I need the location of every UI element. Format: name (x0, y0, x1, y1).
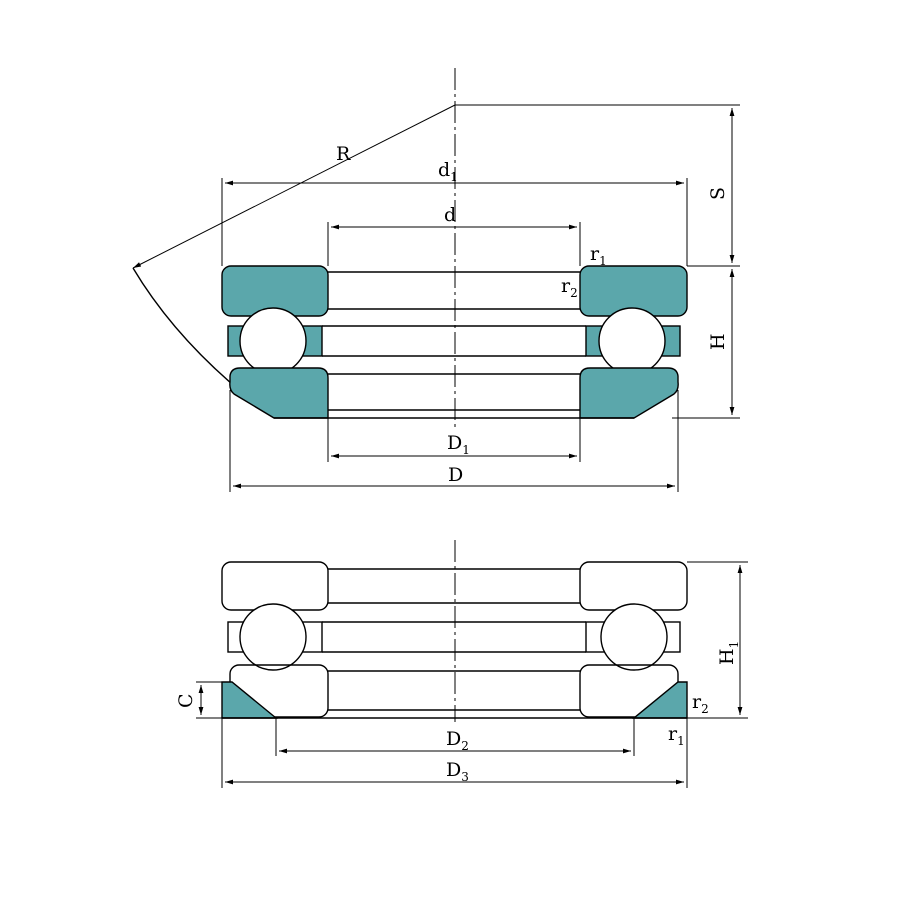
label-D1: D1 (447, 432, 470, 457)
label-r1-bottom: r1 (668, 723, 685, 748)
seating-ring-left-section (221, 681, 278, 719)
bottom-shaft-washer-left (221, 561, 329, 611)
seating-ring-right-section (632, 681, 688, 719)
seat-washer-left-section (229, 367, 329, 419)
label-S: S (707, 187, 729, 200)
radius-R-line (132, 104, 456, 269)
label-r1-top: r1 (590, 243, 607, 268)
label-C: C (175, 693, 197, 708)
top-view: R d1 d r1 r2 S H D1 D (132, 68, 740, 492)
label-r2-top: r2 (561, 275, 578, 300)
spherical-radius-arc (132, 267, 233, 385)
label-D2: D2 (446, 728, 469, 753)
label-r2-bottom: r2 (692, 691, 709, 716)
label-D3: D3 (446, 759, 469, 784)
label-d1: d1 (438, 159, 458, 184)
ball-left (239, 307, 307, 375)
ball-right (598, 307, 666, 375)
bottom-shaft-washer-right (579, 561, 688, 611)
label-H: H (707, 333, 729, 350)
bottom-view: C H1 r2 r1 D2 D3 (175, 540, 748, 788)
label-H1: H1 (716, 641, 741, 665)
seat-washer-right-section (579, 367, 679, 419)
bottom-ball-left (239, 603, 307, 671)
label-R: R (336, 143, 351, 165)
label-D: D (448, 464, 463, 486)
label-d: d (444, 204, 456, 226)
bottom-ball-right (600, 603, 668, 671)
